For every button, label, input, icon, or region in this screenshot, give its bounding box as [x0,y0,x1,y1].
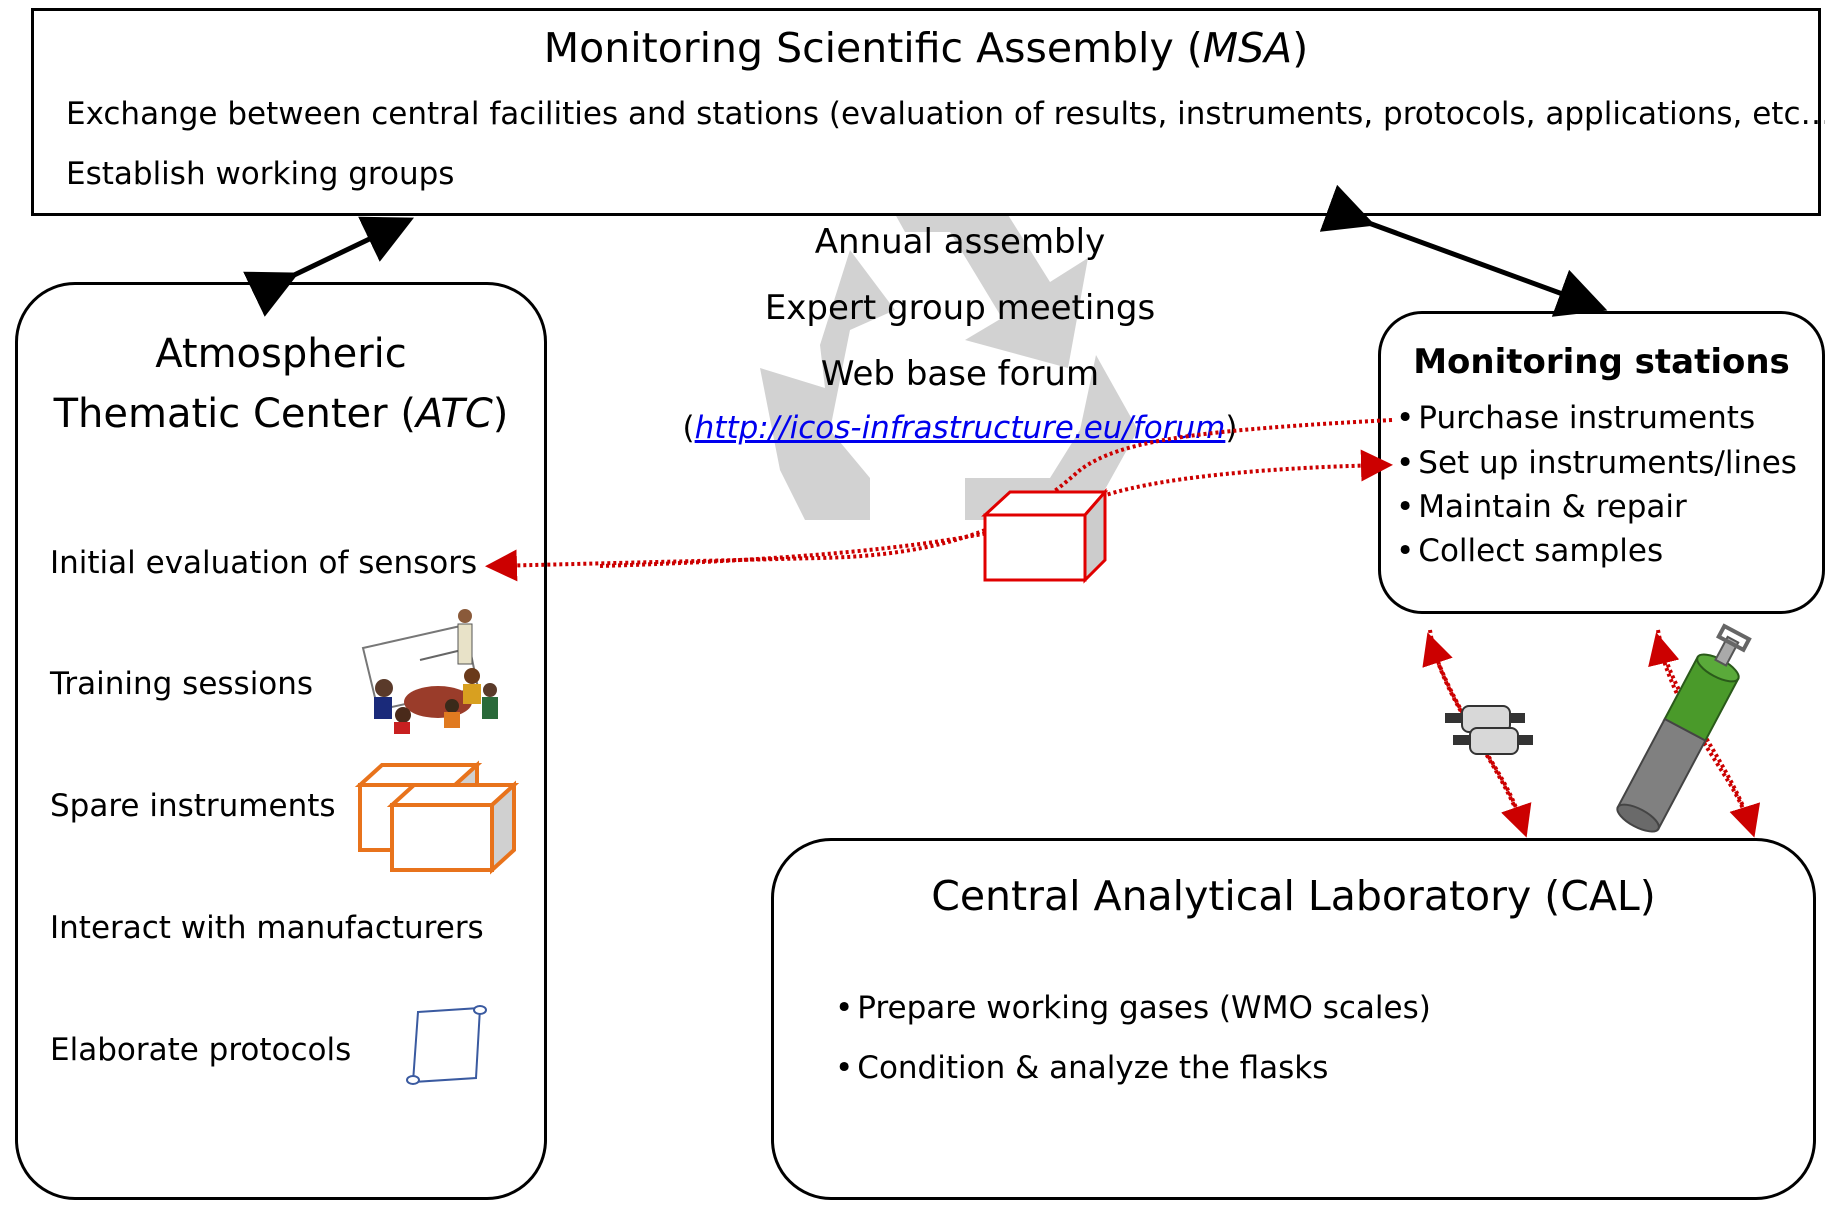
red-box-icon [981,487,1109,584]
stations-title: Monitoring stations [1413,342,1790,382]
stations-item: Set up instruments/lines [1396,445,1797,481]
msa-title: Monitoring Scientific Assembly (MSA) [543,24,1309,72]
center-web-forum: Web base forum [820,354,1100,394]
sample-flasks-icon [1445,705,1533,755]
msa-stations-arrow [1319,184,1608,317]
atc-title: Atmospheric Thematic Center (ATC) [53,331,509,437]
msa-box [31,8,1821,216]
stations-item: Collect samples [1396,533,1663,569]
atc-item-initial-evaluation: Initial evaluation of sensors [50,545,478,581]
atc-item-protocols: Elaborate protocols [50,1032,352,1068]
msa-working-groups-text: Establish working groups [66,156,455,192]
atc-item-manufacturers: Interact with manufacturers [50,910,484,946]
atc-item-spare-instruments: Spare instruments [50,788,336,824]
forum-link[interactable]: http://icos-infrastructure.eu/forum [694,410,1226,446]
protocol-scroll-icon [406,1005,487,1085]
stations-item: Maintain & repair [1396,489,1686,525]
gas-cylinder-icon [1616,623,1752,833]
spare-instruments-icon [354,760,520,875]
cal-title: Central Analytical Laboratory (CAL) [931,872,1656,920]
stations-to-atc-arrow [485,418,1393,582]
atc-item-training: Training sessions [50,666,314,702]
cal-item: Prepare working gases (WMO scales) [835,990,1431,1026]
center-expert-meetings: Expert group meetings [764,288,1156,328]
msa-atc-arrow [243,216,415,317]
cal-item: Condition & analyze the flasks [835,1050,1328,1086]
msa-exchange-text: Exchange between central facilities and … [66,96,1825,132]
center-annual-assembly: Annual assembly [814,222,1106,262]
stations-item: Purchase instruments [1396,400,1755,436]
center-forum-link-line: (http://icos-infrastructure.eu/forum) [682,410,1238,446]
training-classroom-icon [361,609,498,734]
